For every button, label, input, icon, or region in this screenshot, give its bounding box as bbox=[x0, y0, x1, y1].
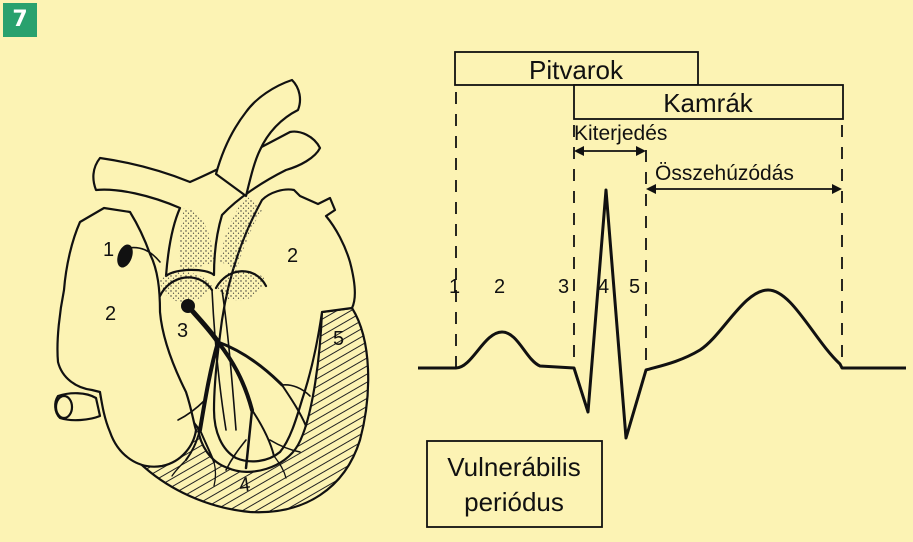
ventricles-bar-label: Kamrák bbox=[663, 88, 754, 118]
heart-label-2-left: 2 bbox=[105, 303, 116, 325]
vulnerable-period-line2: periódus bbox=[464, 487, 564, 517]
heart-illustration bbox=[55, 80, 368, 512]
atria-bar-label: Pitvarok bbox=[529, 55, 624, 85]
heart-label-1: 1 bbox=[103, 239, 114, 261]
heart-label-2-right: 2 bbox=[287, 245, 298, 267]
depolarization-arrow bbox=[574, 146, 646, 156]
contraction-arrow bbox=[646, 184, 842, 194]
heart-label-5: 5 bbox=[333, 328, 344, 350]
contraction-label: Összehúzódás bbox=[655, 162, 794, 185]
vulnerable-period-line1: Vulnerábilis bbox=[447, 452, 580, 482]
heart-label-3: 3 bbox=[177, 320, 188, 342]
ecg-point-2: 2 bbox=[494, 276, 505, 298]
ecg-point-3: 3 bbox=[558, 276, 569, 298]
ecg-waveform bbox=[418, 190, 906, 438]
ecg-point-5: 5 bbox=[629, 276, 640, 298]
ecg-point-1: 1 bbox=[449, 276, 460, 298]
depolarization-label: Kiterjedés bbox=[574, 122, 667, 145]
